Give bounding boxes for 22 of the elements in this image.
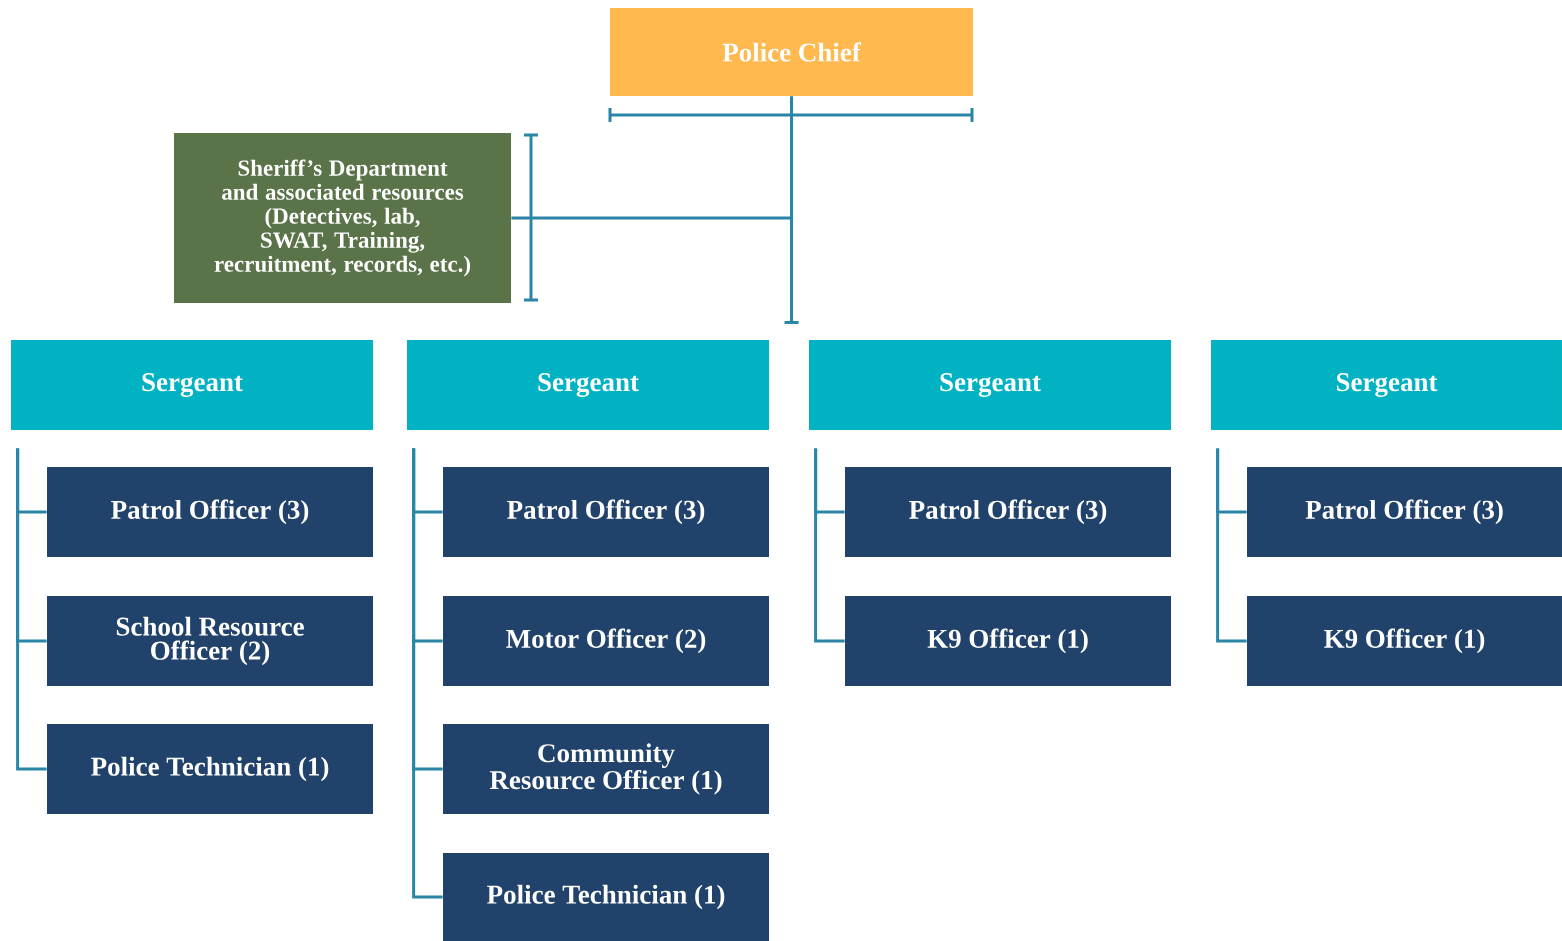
connector-line: [814, 448, 845, 643]
officer-box: Police Technician (1): [47, 724, 373, 814]
officer-box: Motor Officer (2): [443, 596, 769, 686]
sergeant-box: Sergeant: [407, 340, 769, 430]
officer-box: K9 Officer (1): [1247, 596, 1562, 686]
officer-box: Community Resource Officer (1): [443, 724, 769, 814]
connector-line: [16, 448, 47, 771]
connector-line: [412, 448, 443, 899]
top-box: Police Chief: [610, 8, 973, 96]
officer-box: School Resource Officer (2): [47, 596, 373, 686]
officer-box: Police Technician (1): [443, 853, 769, 941]
sergeant-box: Sergeant: [11, 340, 373, 430]
officer-box: Patrol Officer (3): [443, 467, 769, 557]
sergeant-box: Sergeant: [1211, 340, 1562, 430]
sergeant-box: Sergeant: [809, 340, 1171, 430]
officer-box: Patrol Officer (3): [47, 467, 373, 557]
officer-box: Patrol Officer (3): [845, 467, 1171, 557]
officer-box: Patrol Officer (3): [1247, 467, 1562, 557]
officer-box: K9 Officer (1): [845, 596, 1171, 686]
connector-line: [1216, 448, 1247, 643]
department-box: Sheriff’s Department and associated resources (Detectives, lab, SWAT, Training, recruitment, records, etc.): [174, 133, 511, 303]
connector-line: [783, 94, 800, 324]
